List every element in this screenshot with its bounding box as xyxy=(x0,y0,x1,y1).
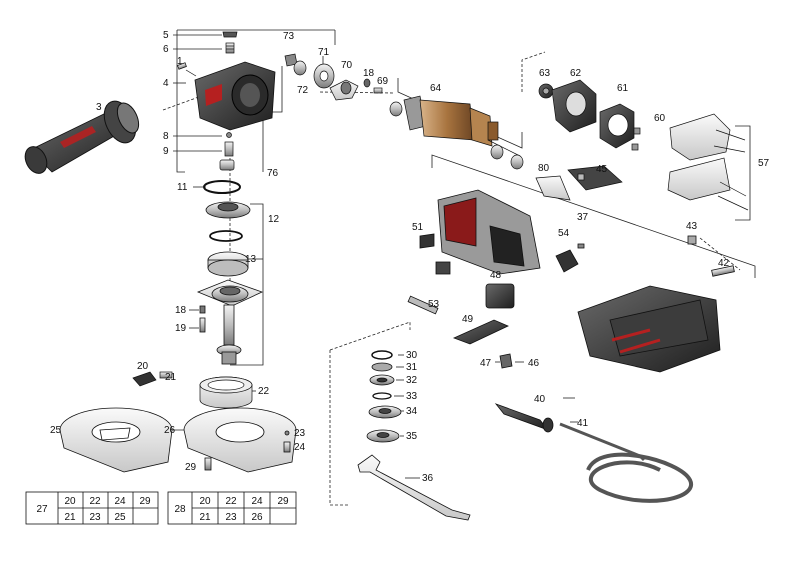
table-cell: 26 xyxy=(251,512,263,523)
table-cell: 29 xyxy=(139,496,151,507)
callout-53: 53 xyxy=(428,299,440,310)
callout-49: 49 xyxy=(462,314,474,325)
callout-43: 43 xyxy=(686,221,698,232)
table-cell: 29 xyxy=(277,496,289,507)
callout-26: 26 xyxy=(164,425,176,436)
callout-69: 69 xyxy=(377,76,389,87)
callout-61: 61 xyxy=(617,83,629,94)
part-guard-clamp xyxy=(132,371,253,409)
part-gear-housing xyxy=(194,61,276,131)
kit-table-left-cells: 27 20 22 24 29 21 23 25 xyxy=(36,496,151,523)
table-cell: 24 xyxy=(251,496,263,507)
table-cell: 23 xyxy=(89,512,101,523)
callout-60: 60 xyxy=(654,113,666,124)
kit-table-left xyxy=(25,491,159,525)
callout-33: 33 xyxy=(406,391,418,402)
callout-5: 5 xyxy=(163,30,169,41)
callout-21: 21 xyxy=(165,372,177,383)
callout-22: 22 xyxy=(258,386,270,397)
callout-32: 32 xyxy=(406,375,418,386)
table-cell: 23 xyxy=(225,512,237,523)
table-cell: 22 xyxy=(225,496,237,507)
callout-40: 40 xyxy=(534,394,546,405)
callout-30: 30 xyxy=(406,350,418,361)
kit-table-right xyxy=(167,491,297,525)
callout-18b: 18 xyxy=(363,68,375,79)
table-cell: 21 xyxy=(199,512,211,523)
kit-number: 27 xyxy=(36,504,48,515)
callout-24: 24 xyxy=(294,442,306,453)
table-cell: 20 xyxy=(199,496,211,507)
callout-13: 13 xyxy=(245,254,257,265)
part-wheel-guards xyxy=(59,407,297,473)
callout-25: 25 xyxy=(50,425,62,436)
callout-64: 64 xyxy=(430,83,442,94)
callout-3: 3 xyxy=(96,102,102,113)
callout-29: 29 xyxy=(185,462,197,473)
part-brush-assembly xyxy=(538,79,749,211)
part-flanges-spanner xyxy=(357,350,471,521)
kit-table-right-cells: 28 20 22 24 29 21 23 26 xyxy=(174,496,289,523)
part-armature xyxy=(389,95,524,170)
callout-42: 42 xyxy=(718,258,730,269)
part-small-fasteners xyxy=(177,31,238,171)
callout-51: 51 xyxy=(412,222,424,233)
callout-36: 36 xyxy=(422,473,434,484)
table-cell: 22 xyxy=(89,496,101,507)
callout-54: 54 xyxy=(558,228,570,239)
callout-4: 4 xyxy=(163,78,169,89)
table-cell: 24 xyxy=(114,496,126,507)
callout-57: 57 xyxy=(758,158,770,169)
part-side-handle xyxy=(24,100,140,174)
kit-number: 28 xyxy=(174,504,186,515)
callout-37: 37 xyxy=(577,212,589,223)
callout-48: 48 xyxy=(490,270,502,281)
part-motor-housing xyxy=(407,189,735,373)
callout-9: 9 xyxy=(163,146,169,157)
part-spindle-stack xyxy=(196,180,264,365)
callout-labels: 5 6 1 4 3 8 9 11 76 12 13 18 19 20 21 22… xyxy=(50,30,770,484)
callout-23: 23 xyxy=(294,428,306,439)
callout-19: 19 xyxy=(175,323,187,334)
callout-71: 71 xyxy=(318,47,330,58)
callout-76: 76 xyxy=(267,168,279,179)
callout-45: 45 xyxy=(596,164,608,175)
callout-11: 11 xyxy=(177,182,188,193)
callout-20: 20 xyxy=(137,361,149,372)
callout-46: 46 xyxy=(528,358,540,369)
callout-8: 8 xyxy=(163,131,169,142)
callout-63: 63 xyxy=(539,68,551,79)
callout-70: 70 xyxy=(341,60,353,71)
callout-73: 73 xyxy=(283,31,295,42)
callout-6: 6 xyxy=(163,44,169,55)
callout-1: 1 xyxy=(177,56,183,67)
part-bearings-upper xyxy=(284,53,383,101)
callout-47: 47 xyxy=(480,358,492,369)
callout-18a: 18 xyxy=(175,305,187,316)
callout-41: 41 xyxy=(577,418,589,429)
table-cell: 21 xyxy=(64,512,76,523)
table-cell: 25 xyxy=(114,512,126,523)
table-cell: 20 xyxy=(64,496,76,507)
callout-72: 72 xyxy=(297,85,309,96)
callout-34: 34 xyxy=(406,406,418,417)
callout-62: 62 xyxy=(570,68,582,79)
callout-80: 80 xyxy=(538,163,550,174)
callout-31: 31 xyxy=(406,362,418,373)
part-switch-plate xyxy=(535,165,623,201)
callout-35: 35 xyxy=(406,431,418,442)
callout-12: 12 xyxy=(268,214,280,225)
part-power-cord xyxy=(494,403,694,503)
